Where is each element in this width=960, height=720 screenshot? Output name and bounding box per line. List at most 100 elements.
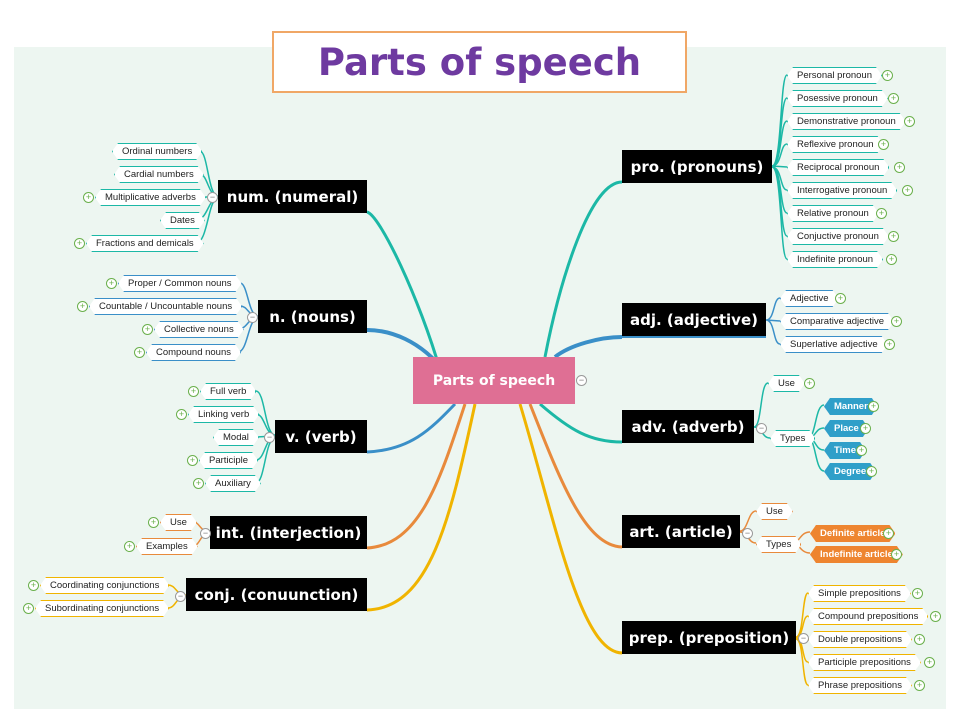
- collapse-icon[interactable]: −: [207, 192, 218, 203]
- collapse-icon[interactable]: −: [175, 591, 186, 602]
- leaf-adjective[interactable]: Adjective: [780, 290, 839, 307]
- topic-numeral[interactable]: num. (numeral): [218, 180, 367, 213]
- leaf-fractions[interactable]: Fractions and demicals: [86, 235, 204, 252]
- leaf-reciprocal[interactable]: Reciprocal pronoun: [787, 159, 889, 176]
- leaf-definite-article[interactable]: Definite article: [810, 525, 895, 542]
- expand-icon[interactable]: +: [134, 347, 145, 358]
- expand-icon[interactable]: +: [106, 278, 117, 289]
- expand-icon[interactable]: +: [804, 378, 815, 389]
- expand-icon[interactable]: +: [912, 588, 923, 599]
- leaf-modal[interactable]: Modal: [213, 429, 259, 446]
- topic-conjunction[interactable]: conj. (conuunction): [186, 578, 367, 611]
- leaf-linking-verb[interactable]: Linking verb: [188, 406, 259, 423]
- expand-icon[interactable]: +: [894, 162, 905, 173]
- leaf-article-types[interactable]: Types: [756, 536, 801, 553]
- expand-icon[interactable]: +: [878, 139, 889, 150]
- collapse-icon[interactable]: −: [742, 528, 753, 539]
- collapse-icon[interactable]: −: [756, 423, 767, 434]
- leaf-indefinite-article[interactable]: Indefinite article: [810, 546, 903, 563]
- expand-icon[interactable]: +: [74, 238, 85, 249]
- expand-icon[interactable]: +: [891, 316, 902, 327]
- expand-icon[interactable]: +: [904, 116, 915, 127]
- leaf-collective-nouns[interactable]: Collective nouns: [154, 321, 244, 338]
- expand-icon[interactable]: +: [902, 185, 913, 196]
- leaf-indefinite[interactable]: Indefinite pronoun: [787, 251, 883, 268]
- expand-icon[interactable]: +: [876, 208, 887, 219]
- leaf-full-verb[interactable]: Full verb: [200, 383, 256, 400]
- leaf-interrogative[interactable]: Interrogative pronoun: [787, 182, 897, 199]
- leaf-coordinating[interactable]: Coordinating conjunctions: [40, 577, 169, 594]
- leaf-proper-common[interactable]: Proper / Common nouns: [118, 275, 242, 292]
- expand-icon[interactable]: +: [888, 231, 899, 242]
- leaf-multiplicative-adverbs[interactable]: Multiplicative adverbs: [95, 189, 206, 206]
- central-topic[interactable]: Parts of speech: [413, 357, 575, 404]
- leaf-relative[interactable]: Relative pronoun: [787, 205, 879, 222]
- leaf-compound-prep[interactable]: Compound prepositions: [808, 608, 928, 625]
- topic-nouns[interactable]: n. (nouns): [258, 300, 367, 333]
- expand-icon[interactable]: +: [176, 409, 187, 420]
- leaf-conjuctive[interactable]: Conjuctive pronoun: [787, 228, 889, 245]
- leaf-participle[interactable]: Participle: [199, 452, 258, 469]
- expand-icon[interactable]: +: [888, 93, 899, 104]
- leaf-ordinal-numbers[interactable]: Ordinal numbers: [112, 143, 202, 160]
- topic-adverb[interactable]: adv. (adverb): [622, 410, 754, 443]
- collapse-icon[interactable]: −: [200, 528, 211, 539]
- leaf-dates[interactable]: Dates: [160, 212, 205, 229]
- expand-icon[interactable]: +: [930, 611, 941, 622]
- leaf-demonstrative[interactable]: Demonstrative pronoun: [787, 113, 906, 130]
- leaf-comparative[interactable]: Comparative adjective: [780, 313, 894, 330]
- leaf-posessive[interactable]: Posessive pronoun: [787, 90, 888, 107]
- topic-article[interactable]: art. (article): [622, 515, 740, 548]
- leaf-article-use[interactable]: Use: [756, 503, 793, 520]
- leaf-adverb-use[interactable]: Use: [768, 375, 805, 392]
- leaf-countable[interactable]: Countable / Uncountable nouns: [89, 298, 242, 315]
- leaf-participle-prep[interactable]: Participle prepositions: [808, 654, 921, 671]
- expand-icon[interactable]: +: [835, 293, 846, 304]
- expand-icon[interactable]: +: [28, 580, 39, 591]
- leaf-subordinating[interactable]: Subordinating conjunctions: [35, 600, 169, 617]
- expand-icon[interactable]: +: [883, 528, 894, 539]
- topic-preposition[interactable]: prep. (preposition): [622, 621, 796, 654]
- expand-icon[interactable]: +: [914, 634, 925, 645]
- expand-icon[interactable]: +: [193, 478, 204, 489]
- expand-icon[interactable]: +: [142, 324, 153, 335]
- leaf-cardial-numbers[interactable]: Cardial numbers: [114, 166, 204, 183]
- leaf-superlative[interactable]: Superlative adjective: [780, 336, 888, 353]
- expand-icon[interactable]: +: [891, 549, 902, 560]
- leaf-compound-nouns[interactable]: Compound nouns: [146, 344, 241, 361]
- expand-icon[interactable]: +: [868, 401, 879, 412]
- expand-icon[interactable]: +: [187, 455, 198, 466]
- expand-icon[interactable]: +: [83, 192, 94, 203]
- leaf-personal[interactable]: Personal pronoun: [787, 67, 882, 84]
- leaf-examples[interactable]: Examples: [136, 538, 198, 555]
- expand-icon[interactable]: +: [860, 423, 871, 434]
- topic-interjection[interactable]: int. (interjection): [210, 516, 367, 549]
- leaf-place[interactable]: Place: [824, 420, 869, 437]
- leaf-phrase-prep[interactable]: Phrase prepositions: [808, 677, 912, 694]
- expand-icon[interactable]: +: [886, 254, 897, 265]
- leaf-use[interactable]: Use: [160, 514, 197, 531]
- expand-icon[interactable]: +: [924, 657, 935, 668]
- topic-pronouns[interactable]: pro. (pronouns): [622, 150, 772, 183]
- expand-icon[interactable]: +: [77, 301, 88, 312]
- collapse-icon[interactable]: −: [247, 312, 258, 323]
- leaf-reflexive[interactable]: Reflexive pronoun: [787, 136, 884, 153]
- topic-verb[interactable]: v. (verb): [275, 420, 367, 453]
- expand-icon[interactable]: +: [148, 517, 159, 528]
- expand-icon[interactable]: +: [856, 445, 867, 456]
- leaf-double-prep[interactable]: Double prepositions: [808, 631, 912, 648]
- expand-icon[interactable]: +: [188, 386, 199, 397]
- expand-icon[interactable]: +: [866, 466, 877, 477]
- collapse-icon[interactable]: −: [264, 432, 275, 443]
- expand-icon[interactable]: +: [882, 70, 893, 81]
- expand-icon[interactable]: +: [124, 541, 135, 552]
- topic-adjective[interactable]: adj. (adjective): [622, 303, 766, 338]
- expand-icon[interactable]: +: [884, 339, 895, 350]
- leaf-time[interactable]: Time: [824, 442, 866, 459]
- collapse-icon[interactable]: −: [576, 375, 587, 386]
- leaf-adverb-types[interactable]: Types: [770, 430, 815, 447]
- expand-icon[interactable]: +: [23, 603, 34, 614]
- leaf-simple-prep[interactable]: Simple prepositions: [808, 585, 911, 602]
- leaf-auxiliary[interactable]: Auxiliary: [205, 475, 261, 492]
- expand-icon[interactable]: +: [914, 680, 925, 691]
